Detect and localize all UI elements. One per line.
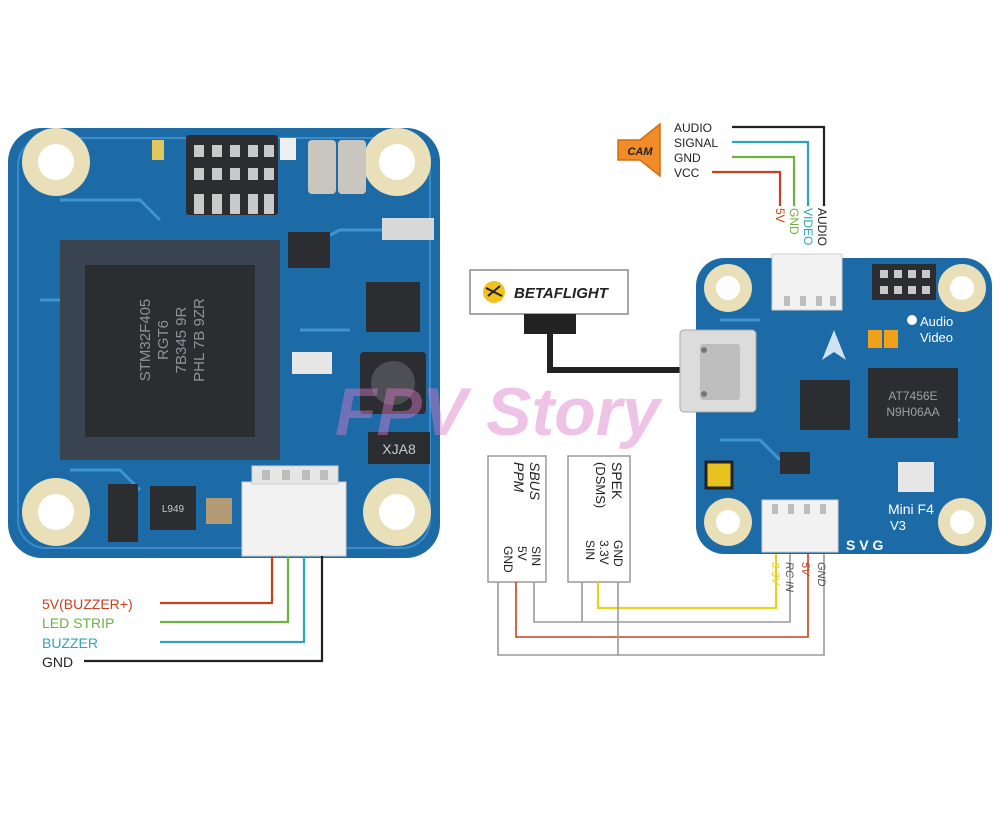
right-pin-5v: 5V <box>799 562 811 577</box>
spek-pin-3v3: 3.3V <box>597 540 611 565</box>
cam-pin-gnd: GND <box>674 151 701 165</box>
left-board-mount-holes <box>22 128 431 546</box>
mcu-line-2: RGT6 <box>155 320 172 360</box>
right-pin-gnd: GND <box>815 562 827 587</box>
boot-button <box>704 460 734 490</box>
pin-label-buzzer: BUZZER <box>42 635 98 651</box>
left-top-component <box>280 138 296 160</box>
mcu-line-4: PHL 7B 9ZR <box>191 298 208 382</box>
betaflight-logo-text: BETAFLIGHT <box>514 285 610 302</box>
right-bottom-pads-label: S V G <box>846 537 883 553</box>
left-top-header-pins <box>194 145 274 214</box>
right-model-label: Mini F4 <box>888 501 934 517</box>
left-flight-controller-board: STM32F405 RGT6 7B345 9R PHL 7B 9ZR XJA8 … <box>8 128 440 558</box>
mcu-line-1: STM32F405 <box>137 299 154 382</box>
camera-icon <box>617 122 661 178</box>
right-crystal <box>898 462 934 492</box>
right-flight-controller-board: Audio Video AT7456E N9H06AA Mini F4 V3 S… <box>679 253 992 554</box>
left-chip-small-2 <box>366 282 420 332</box>
wire-sbus-5v <box>515 552 809 638</box>
left-bottom-connector <box>241 465 347 557</box>
left-chip-l949 <box>150 486 196 530</box>
right-version-label: V3 <box>890 518 906 533</box>
right-label-audio: Audio <box>920 314 953 329</box>
cam-pin-audio: AUDIO <box>674 121 712 135</box>
cam-vertical-gnd: GND <box>787 208 801 235</box>
betaflight-bee-icon <box>485 285 503 297</box>
right-top-header-pins <box>880 270 930 294</box>
betaflight-computer: BETAFLIGHT <box>469 269 692 373</box>
right-bottom-connector <box>761 499 839 553</box>
spek-title: SPEK <box>609 462 625 500</box>
sbus-pin-5v: 5V <box>515 546 529 561</box>
receiver-spek: SPEK (DSMS) GND 3.3V SIN <box>567 455 631 583</box>
wire-led-strip <box>160 556 290 624</box>
left-chip-small-1 <box>288 232 330 268</box>
cam-pin-signal: SIGNAL <box>674 136 718 150</box>
left-capacitor-2 <box>338 140 366 194</box>
sbus-pin-gnd: GND <box>501 546 515 573</box>
left-side-component <box>382 218 434 240</box>
left-board-traces <box>40 198 420 492</box>
spek-pin-sin: SIN <box>583 540 597 560</box>
camera-block: CAM AUDIO SIGNAL GND VCC 5V GND VIDEO AU… <box>617 121 829 246</box>
left-chip-l949-label: L949 <box>162 504 185 515</box>
right-osd-chip-line-1: AT7456E <box>888 389 937 403</box>
right-chip-small <box>780 452 810 474</box>
wire-buzzer <box>160 556 306 644</box>
right-mcu-chip <box>800 380 850 430</box>
wire-sbus-sin <box>533 552 791 623</box>
left-chip-xja8 <box>368 432 430 464</box>
right-osd-chip-line-2: N9H06AA <box>886 405 939 419</box>
sbus-pin-sin: SIN <box>529 546 543 566</box>
right-board-mount-holes <box>704 264 986 546</box>
cam-vertical-5v: 5V <box>773 208 787 223</box>
pin-label-gnd-left: GND <box>42 654 73 670</box>
right-pin-3v3: 3.3V <box>769 562 781 586</box>
watermark: FPV Story <box>335 374 663 450</box>
receiver-wires <box>497 552 825 656</box>
cam-pin-vcc: VCC <box>674 166 700 180</box>
wire-gnd-left <box>84 556 324 663</box>
left-board-wires <box>84 556 324 663</box>
left-chip-xja8-label: XJA8 <box>382 441 416 457</box>
spek-pin-gnd: GND <box>611 540 625 567</box>
camera-wires <box>712 125 826 206</box>
left-bottom-cap <box>206 498 232 524</box>
wire-spek-3v3 <box>596 552 778 610</box>
right-board-dot <box>907 315 917 325</box>
usb-port <box>679 329 757 413</box>
sbus-subtitle: PPM <box>511 462 527 493</box>
left-chip-bottom-1 <box>108 484 138 542</box>
spek-subtitle: (DSMS) <box>593 462 608 508</box>
left-mcu-chip: STM32F405 RGT6 7B345 9R PHL 7B 9ZR <box>60 240 280 460</box>
usb-cable <box>547 334 692 373</box>
pin-label-5v-buzzer: 5V(BUZZER+) <box>42 596 133 612</box>
right-top-header <box>872 264 936 300</box>
receiver-sbus: SBUS PPM SIN 5V GND <box>487 455 547 583</box>
left-inductor-core <box>371 361 415 405</box>
cam-vertical-video: VIDEO <box>801 208 815 245</box>
left-top-led <box>152 140 164 160</box>
left-capacitor-1 <box>308 140 336 194</box>
pin-label-led-strip: LED STRIP <box>42 615 114 631</box>
betaflight-stand <box>524 314 576 334</box>
right-cap-1 <box>868 330 882 348</box>
wire-5v-buzzer <box>160 556 274 605</box>
cam-vertical-audio: AUDIO <box>815 208 829 246</box>
mcu-line-3: 7B345 9R <box>173 306 190 373</box>
camera-label: CAM <box>627 146 653 158</box>
right-pin-rc-in: RC IN <box>783 562 795 592</box>
right-label-video: Video <box>920 330 953 345</box>
wire-sbus-gnd <box>497 552 825 656</box>
right-osd-chip <box>868 368 958 438</box>
left-crystal <box>292 352 332 374</box>
betaflight-arrow-icon <box>822 330 846 360</box>
right-top-connector <box>771 253 843 311</box>
right-cap-2 <box>884 330 898 348</box>
sbus-title: SBUS <box>527 462 543 501</box>
